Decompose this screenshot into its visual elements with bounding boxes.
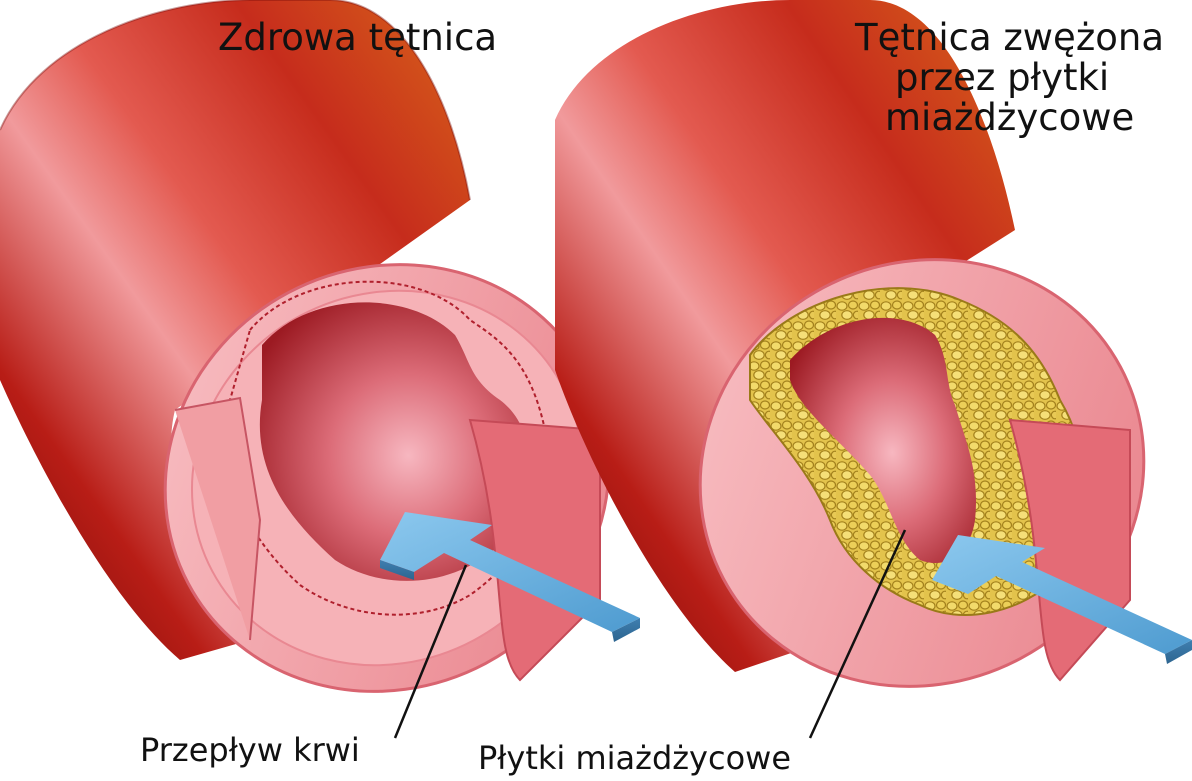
blood-flow-label: Przepływ krwi: [140, 732, 360, 768]
healthy-artery-title: Zdrowa tętnica: [218, 18, 497, 58]
plaques-label: Płytki miażdżycowe: [478, 740, 791, 776]
narrowed-artery-title-line-1: Tętnica zwężona: [855, 18, 1164, 58]
narrowed-artery-title-line-2: przez płytki: [895, 58, 1109, 98]
narrowed-artery-title-line-3: miażdżycowe: [885, 98, 1134, 138]
